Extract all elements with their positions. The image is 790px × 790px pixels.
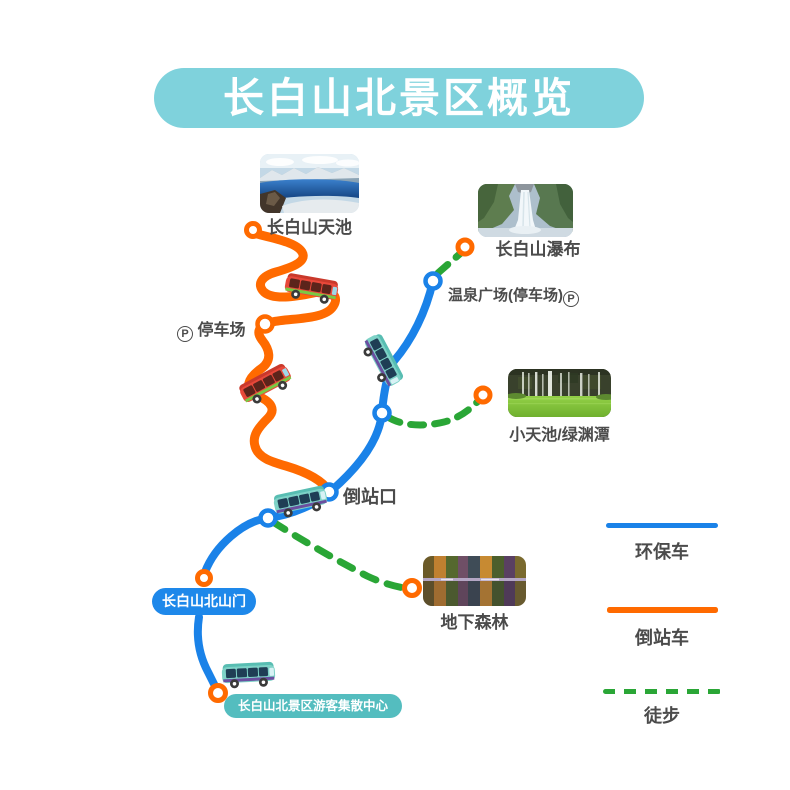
legend-eco-bus-label: 环保车 [635, 542, 689, 562]
north-gate-badge: 长白山北山门 [152, 588, 256, 615]
legend-shuttle-label: 倒站车 [635, 628, 689, 648]
waterfall-photo [478, 184, 573, 237]
legend-eco-bus-line [606, 523, 718, 528]
parking-icon: P [563, 291, 579, 307]
shuttle-route-line [244, 228, 340, 496]
xiaotianchi-photo [508, 369, 611, 417]
daozhankou-label: 倒站口 [343, 487, 397, 507]
tianchi-label: 长白山天池 [267, 218, 352, 237]
visitor-center-badge: 长白山北景区游客集散中心 [224, 694, 402, 718]
legend-shuttle-line [607, 607, 718, 613]
eco-bus-route-line [201, 277, 437, 576]
underground-forest-label: 地下森林 [440, 613, 509, 632]
tianchi-photo [260, 154, 359, 213]
parking-icon: P [177, 326, 193, 342]
walk-path-xiaotianchi [384, 394, 485, 429]
parking-text: 停车场 [197, 322, 246, 339]
underground-forest-photo [423, 556, 526, 606]
hot-spring-plaza-text: 温泉广场(停车场) [448, 287, 563, 304]
destination-markers [195, 221, 493, 703]
walk-path-waterfall [434, 248, 466, 277]
page-title: 长白山北景区概览 [154, 68, 644, 128]
hot-spring-plaza-label: 温泉广场(停车场)P [448, 284, 579, 307]
waterfall-label: 长白山瀑布 [495, 240, 581, 259]
xiaotianchi-label: 小天池/绿渊潭 [509, 427, 610, 444]
parking-label: P 停车场 [177, 316, 245, 342]
legend-walk-line [603, 689, 721, 694]
eco-bus-route-line-lower [193, 613, 221, 694]
walk-path-underground-forest [269, 518, 408, 592]
legend-walk-label: 徒步 [644, 706, 680, 726]
